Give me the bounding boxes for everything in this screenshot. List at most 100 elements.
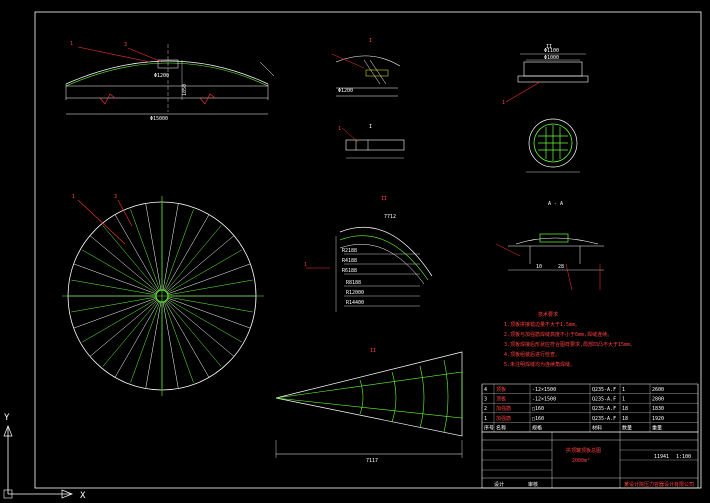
elev-dim-height: 1850 [182, 84, 188, 96]
parts-table-header: 重量 [652, 424, 662, 431]
plate-dim-length: 7117 [366, 458, 378, 464]
plan-rib-line [162, 301, 179, 389]
rib-r4: R8188 [346, 280, 361, 286]
plan-rib-stiffener [130, 209, 161, 291]
plan-rib-stiffener [82, 298, 157, 343]
rib-detail-title: II [381, 196, 387, 202]
plan-rib-line [167, 263, 251, 295]
rib-label-1: 1 [304, 262, 307, 268]
detail-i-dim: Φ1200 [338, 88, 353, 94]
parts-table-cell: 2600 [652, 387, 664, 393]
plan-rib-stiffener [167, 298, 242, 343]
elevation-view: 1 3 Φ15000 Φ1200 1850 [65, 41, 275, 122]
plan-rib-stiffener [165, 300, 222, 367]
plate-development: II 7117 [275, 348, 463, 464]
plan-label-3: 3 [114, 194, 117, 200]
rib-radius-detail: II 7712 R2188 R4188 R6188 R8188 R12000 R… [304, 196, 433, 312]
parts-table-cell: 18 [622, 406, 628, 412]
rib-r2: R4188 [342, 258, 357, 264]
parts-table-cell: 1830 [652, 406, 664, 412]
parts-table-header: 材料 [592, 424, 602, 431]
rib-r1: R2188 [342, 248, 357, 254]
plan-rib-stiffener [167, 296, 253, 313]
detail-small-title: I [369, 124, 372, 130]
plan-rib-line [114, 301, 160, 378]
ucs-icon: Y X [3, 413, 86, 501]
parts-table-cell: Q235-A.F [592, 387, 616, 393]
plan-rib-line [166, 235, 235, 293]
parts-table-header: 规格 [532, 424, 542, 431]
manhole-plan [526, 118, 580, 173]
plan-label-1: 1 [72, 194, 75, 200]
parts-table-cell: 1 [484, 416, 487, 422]
elev-label-1: 1 [70, 41, 73, 47]
plan-rib-line [164, 214, 210, 291]
manhole-dim-mid: Φ1000 [544, 55, 559, 61]
manhole-label-1: 1 [502, 100, 505, 106]
plan-rib-line [73, 297, 157, 329]
parts-table-cell: 顶板 [496, 396, 506, 403]
plan-rib-line [89, 235, 158, 293]
plan-rib-stiffener [82, 249, 157, 294]
parts-table-cell: □160 [532, 416, 544, 422]
title-block: 拱顶罐顶板总图 2000m³ 11941 1:100 某设计院压力容器设计有限公… [481, 431, 699, 489]
title-company: 某设计院压力容器设计有限公司 [624, 481, 694, 488]
section-a-a: A - A 10 28 [495, 201, 604, 291]
parts-table-cell: -12×1500 [532, 387, 556, 393]
rib-r3: R6188 [342, 268, 357, 274]
notes-item-4: 4.顶板组装后进行检查。 [504, 351, 560, 358]
parts-table-cell: Q235-A.F [592, 416, 616, 422]
plan-rib-line [73, 263, 157, 295]
plan-rib-stiffener [71, 296, 157, 313]
plan-rib-stiffener [165, 225, 222, 292]
parts-table-header: 序号 [484, 424, 494, 431]
plan-rib-line [162, 203, 179, 291]
plan-rib-stiffener [163, 301, 194, 383]
title-drawn: 设计 [494, 481, 504, 488]
parts-table-header: 名称 [496, 424, 506, 431]
elev-dim-width: Φ15000 [150, 116, 168, 122]
plan-rib-stiffener [167, 279, 253, 296]
section-title: A - A [548, 201, 563, 207]
plan-rib-line [145, 203, 162, 291]
plan-rib-line [167, 297, 251, 329]
manhole-elevation: II Φ1100 Φ1000 1 [502, 44, 589, 106]
parts-table-cell: 加强筋 [496, 415, 511, 422]
parts-table-cell: 1 [622, 397, 625, 403]
plan-rib-stiffener [163, 209, 194, 291]
technical-notes: 技术要求 1.顶板拼接错边量不大于1.5mm。 2.顶板与加强筋焊缝高度不小于6… [504, 311, 635, 368]
plan-rib-line [164, 301, 210, 378]
manhole-dim-top: Φ1100 [544, 48, 559, 54]
notes-title: 技术要求 [538, 311, 558, 318]
parts-table-cell: □160 [532, 406, 544, 412]
notes-item-3: 3.顶板焊接后形状应符合图样要求,局部凹凸不大于15mm。 [504, 341, 635, 348]
drawing-frame [34, 11, 702, 489]
plan-rib-stiffener [167, 249, 242, 294]
parts-table-cell: 1 [622, 387, 625, 393]
plan-rib-stiffener [102, 225, 159, 292]
detail-i-view: I Φ1200 [331, 38, 401, 97]
plate-title: II [370, 348, 376, 354]
rib-r5: R12000 [346, 290, 364, 296]
parts-table-cell: 顶板 [496, 386, 506, 393]
elev-dim-top: Φ1200 [154, 73, 169, 79]
plan-rib-stiffener [102, 300, 159, 367]
notes-item-5: 5.未注明焊缝均为连续角焊缝。 [504, 361, 575, 368]
parts-table-cell: 1920 [652, 416, 664, 422]
section-dim-b: 28 [558, 264, 564, 270]
ucs-x-label: X [80, 491, 86, 501]
parts-table-cell: Q235-A.F [592, 406, 616, 412]
title-scale: 1:100 [676, 454, 691, 460]
title-checked: 审核 [528, 481, 538, 488]
parts-table-cell: 2 [484, 406, 487, 412]
parts-table-cell: 2800 [652, 397, 664, 403]
elev-label-3: 3 [124, 42, 127, 48]
notes-item-2: 2.顶板与加强筋焊缝高度不小于6mm,焊缝连续。 [504, 331, 612, 338]
section-dim-a: 10 [536, 264, 542, 270]
plan-view: 1 3 [62, 194, 264, 396]
parts-table-cell: 加强筋 [496, 405, 511, 412]
detail-i-title: I [369, 38, 372, 44]
notes-item-1: 1.顶板拼接错边量不大于1.5mm。 [504, 321, 580, 328]
